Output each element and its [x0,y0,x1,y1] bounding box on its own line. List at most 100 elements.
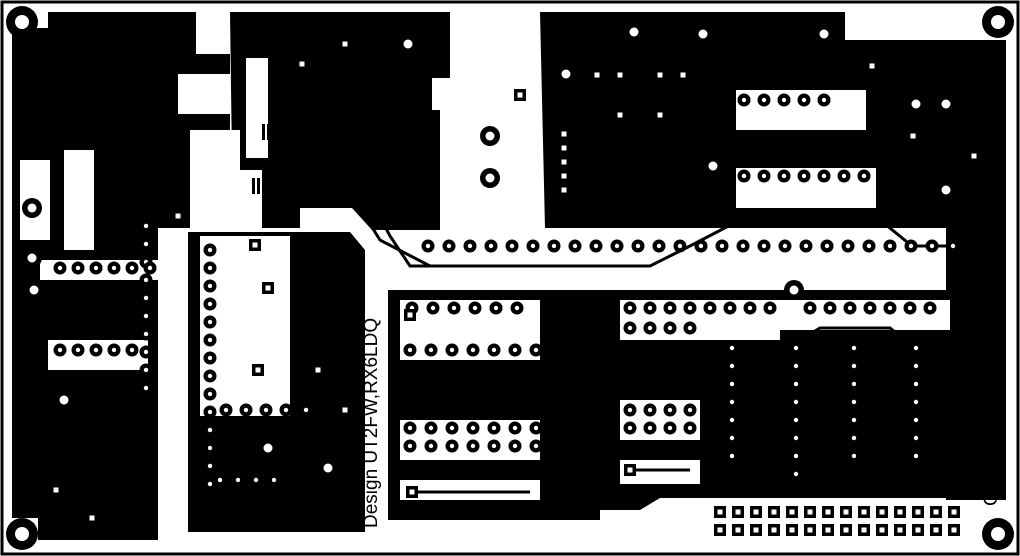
pad [403,343,417,357]
square-pad [86,512,98,524]
pad [529,343,543,357]
pad [107,261,121,275]
pad [925,239,939,253]
pad [857,169,871,183]
pad [757,169,771,183]
pad [203,477,217,491]
square-pad [172,210,184,222]
pad [568,239,582,253]
pad [426,301,440,315]
pad [203,261,217,275]
pad [643,301,657,315]
pad [777,169,791,183]
pad [737,169,751,183]
round-pads [53,93,960,491]
pad [683,403,697,417]
pad [694,239,708,253]
pad [847,449,861,463]
pad [424,343,438,357]
pad [862,239,876,253]
pad [203,297,217,311]
pad [139,273,153,287]
pad [817,93,831,107]
square-pad [677,69,689,81]
pad [445,421,459,435]
pad [487,343,501,357]
square-pad [262,282,274,294]
square-pad [732,506,744,518]
ring-pad [318,458,338,478]
ring-pad [22,198,42,218]
pad [139,327,153,341]
mounting-hole-bottom-right [982,518,1014,550]
pad [643,321,657,335]
pad [909,431,923,445]
square-pad [249,239,261,251]
mounting-hole-bottom-left [6,518,38,550]
pad [789,431,803,445]
square-pad [406,486,418,498]
pad [447,301,461,315]
square-pad [876,506,888,518]
pad [203,405,217,419]
pad [71,343,85,357]
pad [139,309,153,323]
square-pad [840,524,852,536]
pad [203,459,217,473]
pad [463,239,477,253]
pad [823,301,837,315]
pad [249,473,263,487]
square-pad [786,524,798,536]
pad [239,403,253,417]
pad [610,239,624,253]
pad [789,449,803,463]
square-pad [866,60,878,72]
pad [703,301,717,315]
square-pad [591,69,603,81]
pad [203,243,217,257]
pad [847,341,861,355]
pad [837,169,851,183]
pad [203,387,217,401]
square-pad [894,506,906,518]
pad [487,439,501,453]
pad [715,239,729,253]
square-pad [558,142,570,154]
pad [526,239,540,253]
pad [508,439,522,453]
ring-pad [936,94,956,114]
square-pad [930,524,942,536]
ring-pad [906,94,926,114]
ring-pad [693,24,713,44]
square-pad [840,506,852,518]
pad [725,359,739,373]
pad [847,395,861,409]
pad [817,169,831,183]
board-title-label: Синтез на AD9832 [981,343,1002,506]
ring-pad [480,126,500,146]
pour-centre-left [380,50,430,226]
pad [631,239,645,253]
pad [789,467,803,481]
pad [643,403,657,417]
pad [623,321,637,335]
pad [663,321,677,335]
pad [847,359,861,373]
square-pad [876,524,888,536]
pad [946,239,960,253]
square-pad [750,524,762,536]
pad [683,421,697,435]
square-pad [654,69,666,81]
ring-pad [398,34,418,54]
square-pad [768,524,780,536]
pad [484,239,498,253]
pad [203,369,217,383]
pad [489,301,503,315]
pad [903,301,917,315]
square-pad [404,309,416,321]
pad [797,93,811,107]
pad [820,239,834,253]
pad [847,377,861,391]
square-pad [822,506,834,518]
